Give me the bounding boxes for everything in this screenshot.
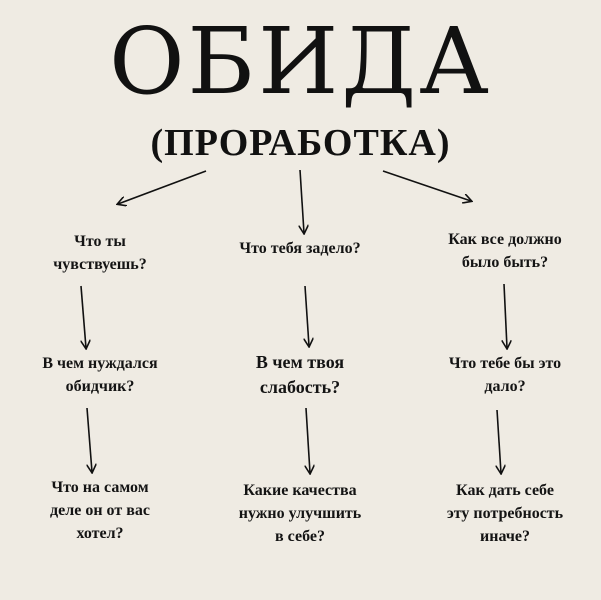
node-other-way: Как дать себе эту потребность иначе? <box>446 482 564 545</box>
arrow-col3-b <box>497 409 501 473</box>
arrow-col3-a <box>504 283 507 348</box>
node-offender-need: В чем нуждался обидчик? <box>42 355 158 395</box>
node-real-want: Что на самом деле он от вас хотел? <box>50 479 150 542</box>
arrow-col2-b <box>306 407 310 473</box>
arrow-col1-a <box>80 285 86 348</box>
page-subtitle: (ПРОРАБОТКА) <box>150 122 451 164</box>
arrow-col2-a <box>305 285 309 346</box>
page-title: ОБИДА <box>109 8 492 115</box>
arrow-title-center <box>300 169 304 233</box>
arrow-title-right <box>382 170 471 201</box>
node-feel: Что ты чувствуешь? <box>53 233 147 273</box>
node-what-give: Что тебе бы это дало? <box>448 355 562 395</box>
node-what-hurt: Что тебя задело? <box>239 240 361 257</box>
arrow-title-left <box>118 170 207 204</box>
arrow-col1-b <box>86 407 92 472</box>
node-should-be: Как все должно было быть? <box>448 231 562 271</box>
node-weakness: В чем твоя слабость? <box>255 352 345 397</box>
node-qualities: Какие качества нужно улучшить в себе? <box>238 482 362 545</box>
